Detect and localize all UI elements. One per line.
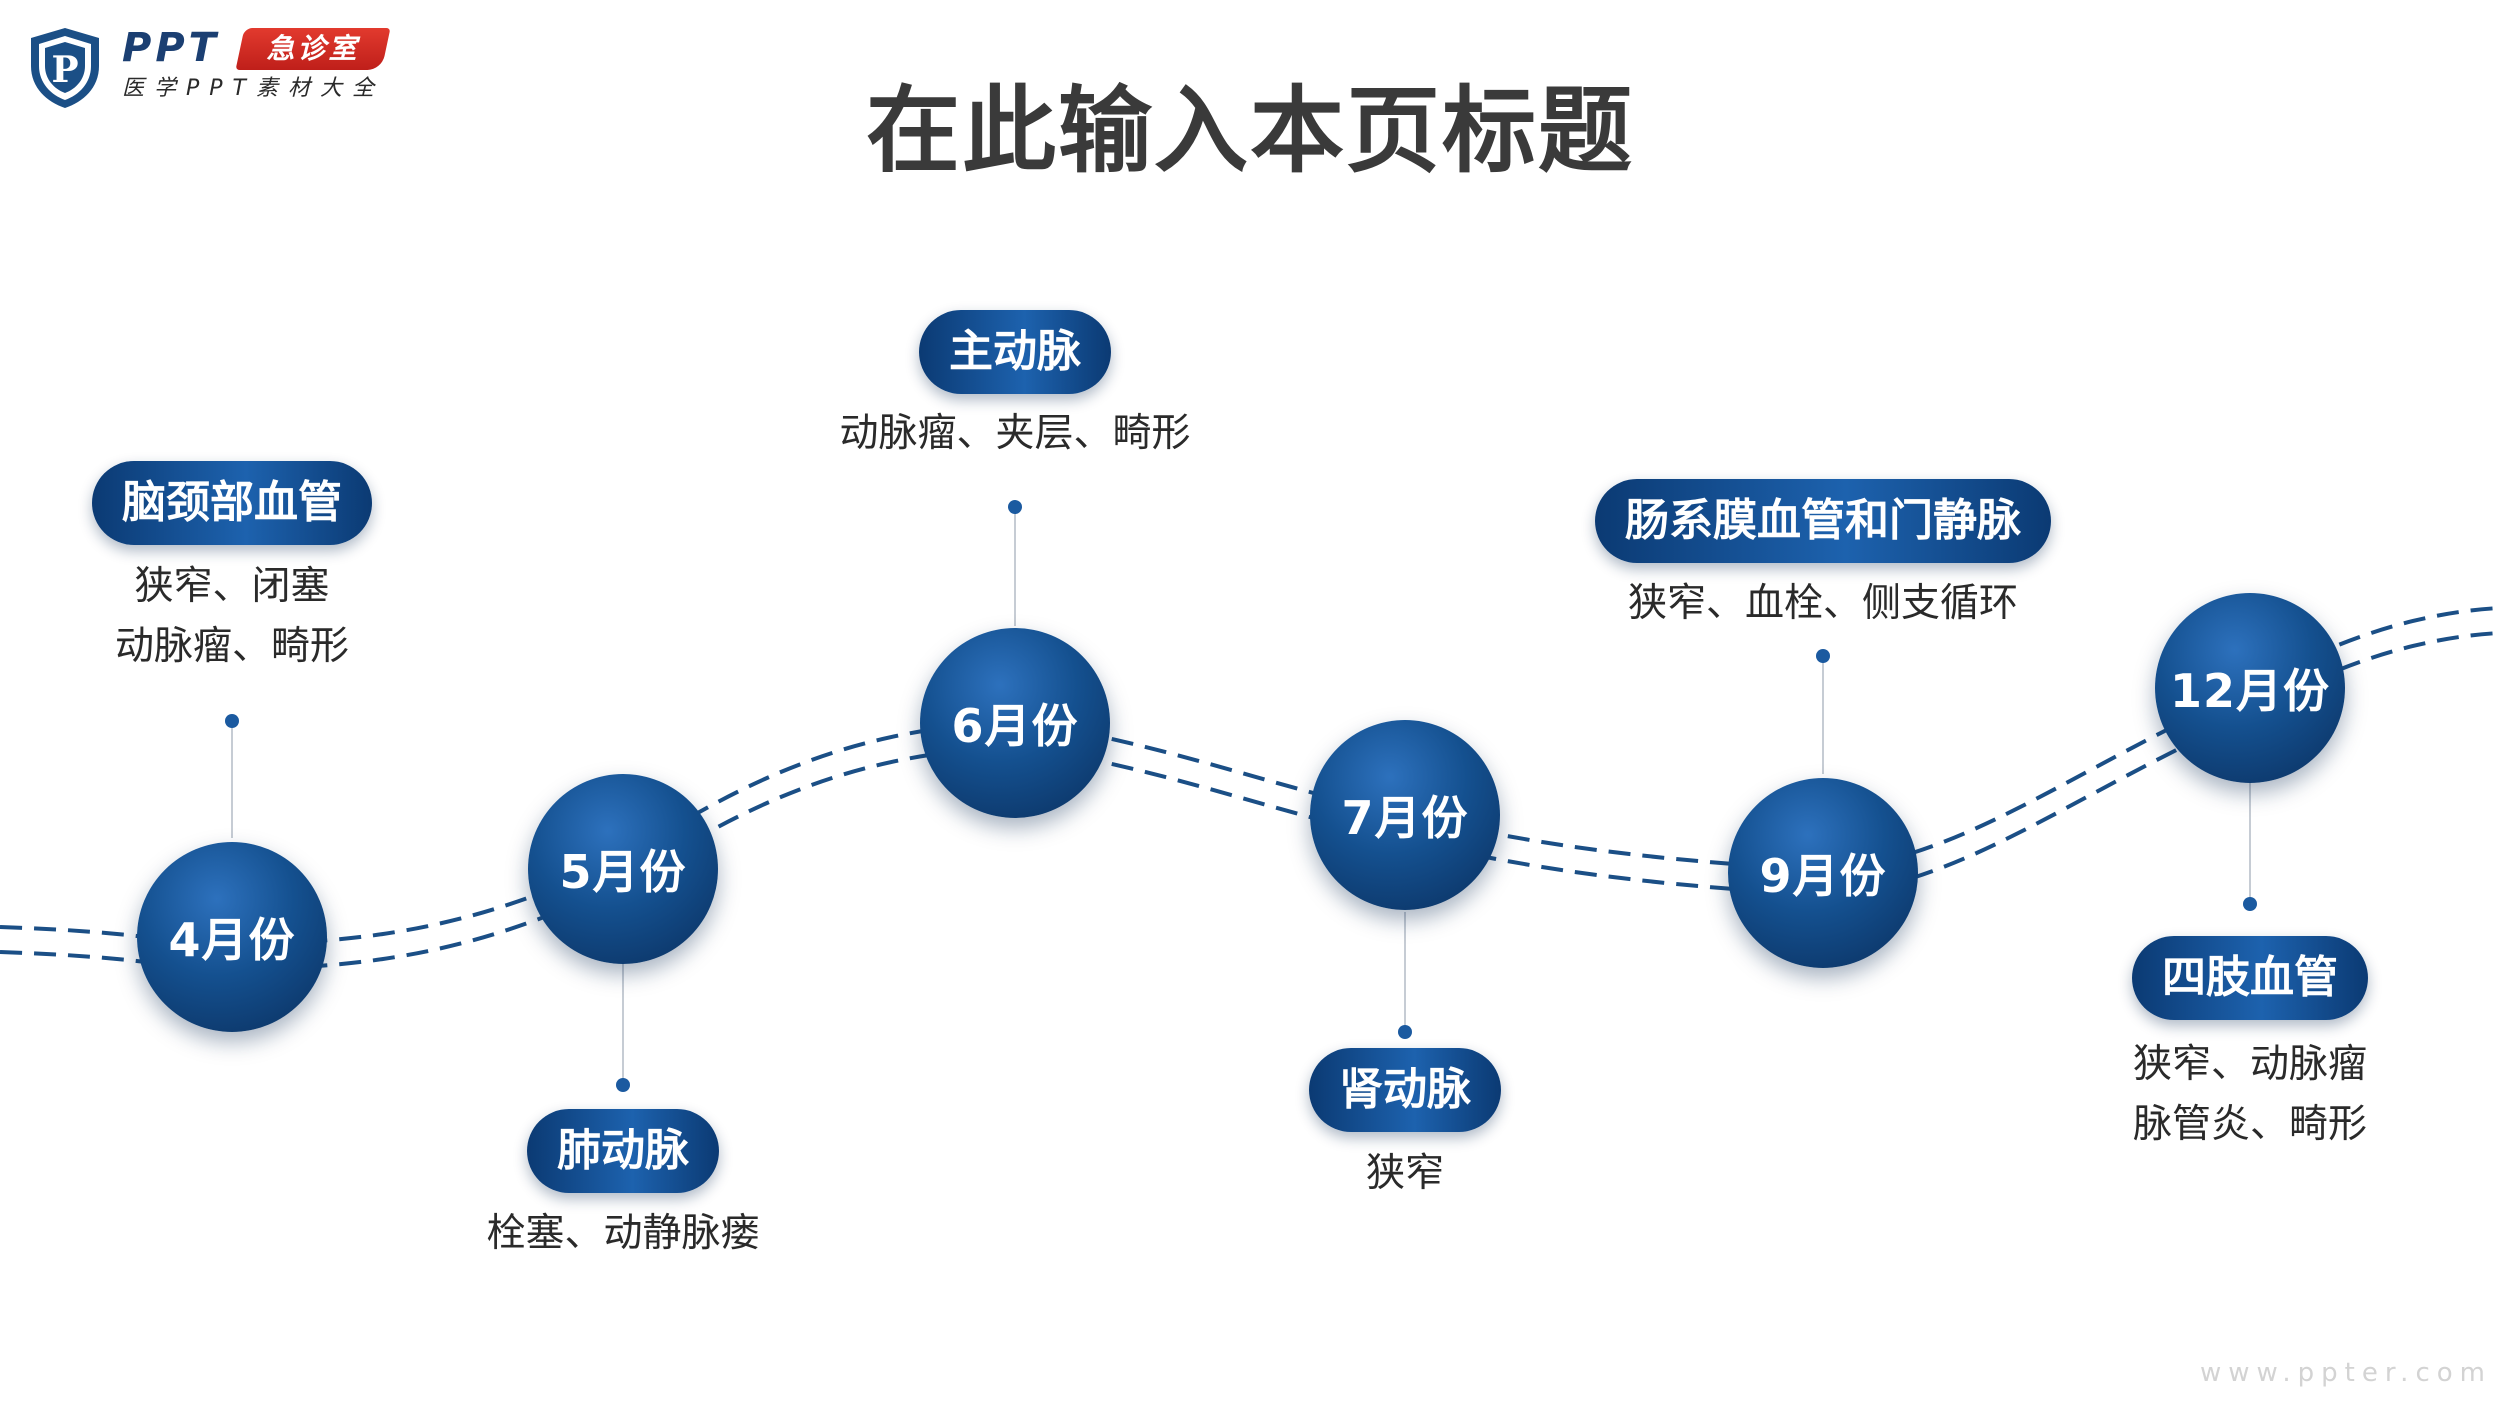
- description-renal: 狭窄: [1145, 1144, 1665, 1204]
- category-pill-aorta: 主动脉: [919, 310, 1111, 394]
- description-line: 动脉瘤、畸形: [114, 624, 349, 669]
- logo-mark-letter: P: [51, 49, 78, 91]
- month-node-september: 9月份: [1728, 778, 1918, 968]
- connector-dot: [1008, 500, 1022, 514]
- month-label: 9月份: [1759, 849, 1887, 903]
- connector-dot: [2243, 897, 2257, 911]
- connector-dot: [1398, 1025, 1412, 1039]
- month-label: 6月份: [951, 699, 1079, 753]
- category-pill-pulmonary: 肺动脉: [527, 1109, 719, 1193]
- description-mesenteric: 狭窄、血栓、侧支循环: [1563, 574, 2083, 634]
- description-line: 动脉瘤、夹层、畸形: [839, 411, 1191, 456]
- logo-badge: 急诊室: [235, 28, 391, 70]
- month-node-april: 4月份: [137, 842, 327, 1032]
- description-cerebral: 狭窄、闭塞 动脉瘤、畸形: [0, 557, 492, 677]
- category-pill-cerebral: 脑颈部血管: [92, 461, 372, 545]
- month-node-july: 7月份: [1310, 720, 1500, 910]
- month-label: 7月份: [1341, 791, 1469, 845]
- description-pulmonary: 栓塞、动静脉瘘: [363, 1204, 883, 1264]
- category-pill-mesenteric: 肠系膜血管和门静脉: [1595, 479, 2051, 563]
- month-label: 5月份: [559, 845, 687, 899]
- description-line: 狭窄: [1365, 1151, 1444, 1196]
- month-node-june: 6月份: [920, 628, 1110, 818]
- connector-dot: [1816, 649, 1830, 663]
- description-aorta: 动脉瘤、夹层、畸形: [755, 404, 1275, 464]
- logo-subtitle: 医学PPT素材大全: [122, 76, 384, 101]
- logo-brand: PPT: [122, 25, 220, 71]
- page-title: 在此输入本页标题: [865, 77, 1634, 186]
- description-line: 狭窄、闭塞: [134, 564, 330, 609]
- month-node-may: 5月份: [528, 774, 718, 964]
- description-line: 脉管炎、畸形: [2132, 1102, 2367, 1147]
- month-node-december: 12月份: [2155, 593, 2345, 783]
- month-label: 12月份: [2169, 664, 2330, 718]
- connector-dot: [616, 1078, 630, 1092]
- description-line: 狭窄、动脉瘤: [2132, 1042, 2367, 1087]
- category-pill-renal: 肾动脉: [1309, 1048, 1501, 1132]
- month-label: 4月份: [168, 913, 296, 967]
- description-line: 狭窄、血栓、侧支循环: [1627, 581, 2018, 626]
- description-limbs: 狭窄、动脉瘤 脉管炎、畸形: [1990, 1035, 2500, 1155]
- connector-dot: [225, 714, 239, 728]
- category-pill-limbs: 四肢血管: [2132, 936, 2368, 1020]
- logo-badge-text: 急诊室: [266, 32, 360, 65]
- watermark: www.ppter.com: [2200, 1358, 2492, 1388]
- description-line: 栓塞、动静脉瘘: [486, 1211, 760, 1256]
- shield-p-icon: P: [31, 28, 99, 108]
